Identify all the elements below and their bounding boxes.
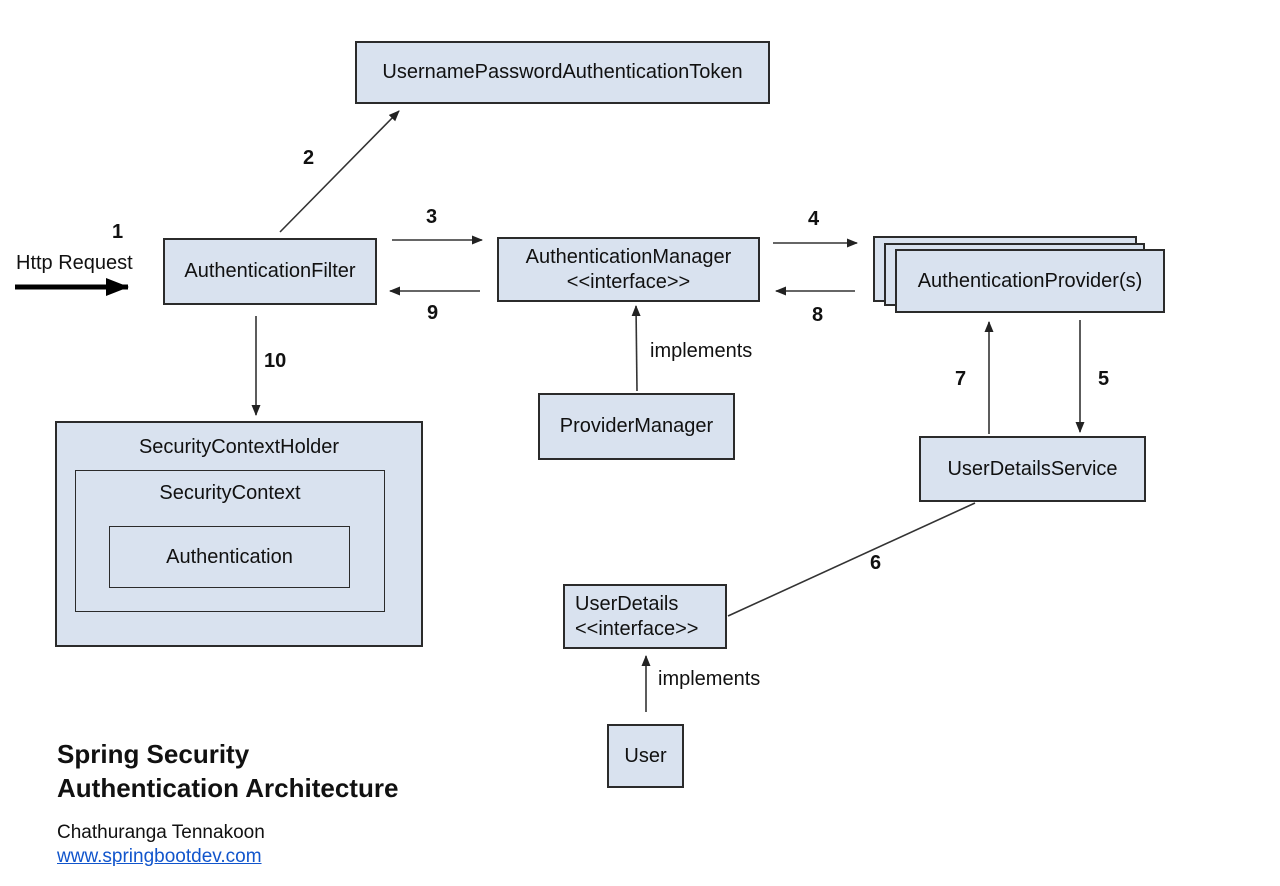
node-label: UsernamePasswordAuthenticationToken xyxy=(382,61,743,84)
label-implements-user: implements xyxy=(658,668,761,690)
edge-6 xyxy=(727,502,976,617)
label-implements-manager: implements xyxy=(650,340,753,362)
author-name: Chathuranga Tennakoon xyxy=(57,821,265,843)
node-label: AuthenticationProvider(s) xyxy=(917,269,1143,292)
label-step-2: 2 xyxy=(303,147,315,169)
label-http-request: Http Request xyxy=(16,252,133,274)
title-block: Spring Security Authentication Architect… xyxy=(57,738,398,868)
node-label: Authentication xyxy=(166,545,293,568)
node-stereotype: <<interface>> xyxy=(575,617,699,640)
label-step-10: 10 xyxy=(264,350,287,372)
node-label: SecurityContextHolder xyxy=(138,436,340,458)
node-authentication: Authentication xyxy=(109,526,350,588)
label-step-6: 6 xyxy=(870,552,882,574)
node-label: UserDetails xyxy=(575,593,679,616)
label-step-4: 4 xyxy=(808,208,820,230)
label-step-5: 5 xyxy=(1098,368,1110,390)
label-step-3: 3 xyxy=(426,206,438,228)
label-step-9: 9 xyxy=(427,302,439,324)
node-label: ProviderManager xyxy=(559,415,714,438)
node-stereotype: <<interface>> xyxy=(566,270,691,293)
label-step-1: 1 xyxy=(112,221,124,243)
website-link[interactable]: www.springbootdev.com xyxy=(57,845,262,867)
node-username-password-authentication-token: UsernamePasswordAuthenticationToken xyxy=(355,41,770,104)
node-authentication-filter: AuthenticationFilter xyxy=(163,238,377,305)
node-authentication-manager: AuthenticationManager <<interface>> xyxy=(497,237,760,302)
node-label: User xyxy=(624,744,667,767)
node-label: SecurityContext xyxy=(159,482,301,504)
node-label: AuthenticationManager xyxy=(525,246,732,269)
node-label: UserDetailsService xyxy=(947,457,1118,480)
node-user: User xyxy=(607,724,684,788)
edge-2 xyxy=(279,110,400,233)
edge-implements-manager xyxy=(631,305,641,392)
node-user-details: UserDetails <<interface>> xyxy=(563,584,727,649)
diagram-title-line1: Spring Security xyxy=(57,739,250,769)
node-user-details-service: UserDetailsService xyxy=(919,436,1146,502)
node-label: AuthenticationFilter xyxy=(184,260,356,283)
node-provider-manager: ProviderManager xyxy=(538,393,735,460)
label-step-8: 8 xyxy=(812,304,824,326)
node-authentication-providers: AuthenticationProvider(s) xyxy=(895,249,1165,313)
diagram-title-line2: Authentication Architecture xyxy=(57,772,399,803)
label-step-7: 7 xyxy=(955,368,967,390)
